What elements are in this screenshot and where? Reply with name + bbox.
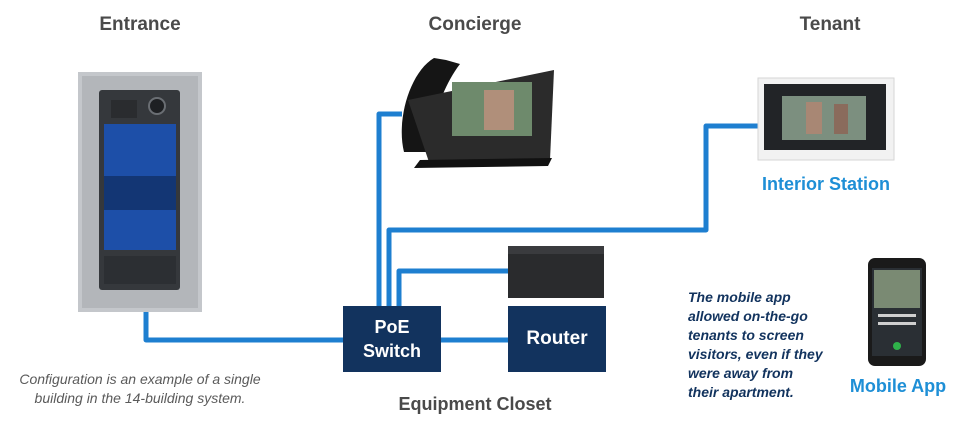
configuration-note: Configuration is an example of a single … [2, 370, 278, 408]
router-box: Router [508, 306, 606, 372]
mobile-phone-device [868, 258, 926, 366]
mobile-app-label: Mobile App [849, 376, 947, 396]
router-label: Router [526, 328, 588, 349]
entrance-panel-device [78, 72, 202, 312]
configuration-note-line1: Configuration is an example of a single [19, 371, 261, 387]
mobile-app-description: The mobile app allowed on-the-go tenants… [688, 288, 848, 402]
cable-entrance-to-switch [143, 312, 343, 343]
poe-switch-box: PoE Switch [343, 306, 441, 372]
concierge-phone-device [401, 58, 554, 168]
tenant-header: Tenant [799, 14, 861, 35]
cable-device-to-switch [396, 268, 508, 308]
configuration-note-line2: building in the 14-building system. [34, 390, 246, 406]
closet-device [508, 246, 604, 298]
mobile-note-line: allowed on-the-go [688, 308, 808, 324]
mobile-note-line: tenants to screen [688, 327, 804, 343]
mobile-note-line: their apartment. [688, 384, 794, 400]
poe-switch-line2: Switch [362, 341, 421, 361]
poe-switch-line1: PoE [374, 317, 410, 337]
network-cables [143, 111, 760, 343]
concierge-header: Concierge [428, 14, 522, 35]
equipment-closet-label: Equipment Closet [398, 394, 552, 414]
mobile-note-line: were away from [688, 365, 794, 381]
mobile-note-line: visitors, even if they [688, 346, 823, 362]
interior-station-device [757, 77, 895, 161]
entrance-header: Entrance [99, 14, 181, 35]
interior-station-label: Interior Station [761, 174, 890, 194]
cable-concierge-to-switch [376, 111, 402, 308]
mobile-note-line: The mobile app [688, 289, 791, 305]
cable-interior-station-to-switch [386, 123, 760, 308]
